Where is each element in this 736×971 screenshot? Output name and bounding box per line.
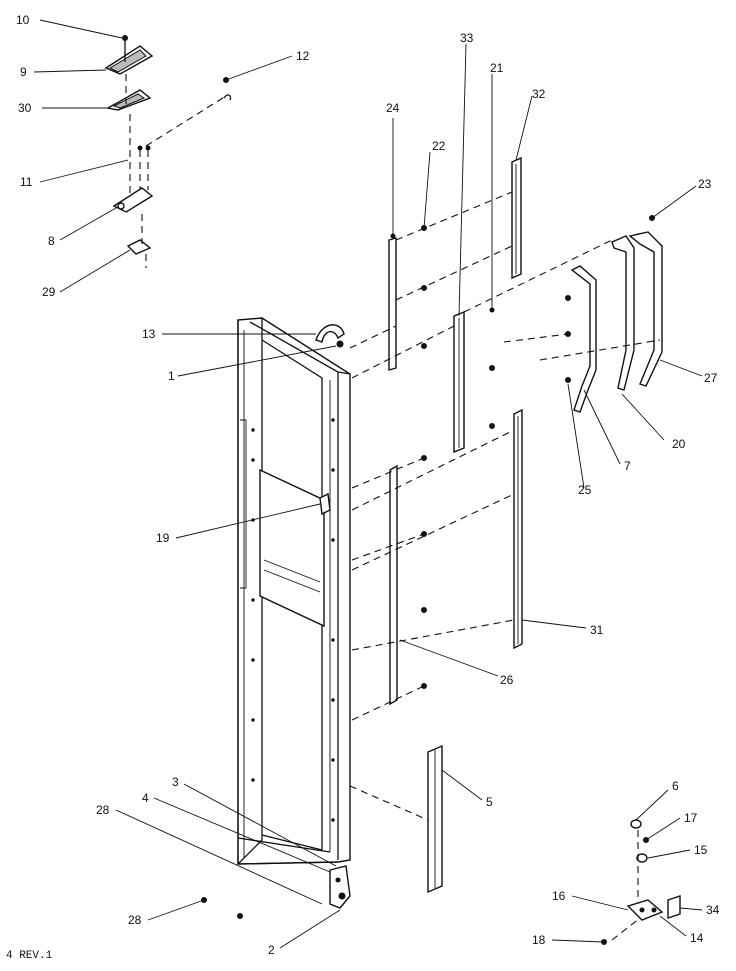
callout-10: 10 [16,13,30,27]
right-gaskets [463,215,663,413]
washer-15 [636,853,648,863]
callout-labels: 10 9 30 11 8 29 12 13 1 19 24 22 33 21 3… [16,13,720,957]
callout-17: 17 [684,811,698,825]
callout-21: 21 [490,61,504,75]
callout-24: 24 [386,101,400,115]
upper-parts [315,156,522,454]
callout-27: 27 [704,371,718,385]
callout-22: 22 [432,139,446,153]
middle-parts [319,365,523,721]
callout-30: 30 [18,101,32,115]
callout-28-bottom: 28 [128,913,142,927]
bushing-6 [630,819,642,829]
callout-6: 6 [672,779,679,793]
gasket-7 [570,265,597,413]
top-hinge-assembly [104,35,232,268]
strip-24 [388,237,397,371]
callout-11: 11 [20,175,33,189]
callout-29: 29 [42,285,56,299]
callout-26: 26 [500,673,514,687]
callout-25: 25 [578,483,592,497]
door-frame [237,317,351,865]
lower-parts [201,744,443,919]
bottom-hinge [329,865,351,909]
callout-9: 9 [20,65,27,79]
handle-13 [315,324,345,343]
gasket-27 [628,231,663,387]
callout-18: 18 [532,933,546,947]
callout-5: 5 [486,795,493,809]
gasket-20 [611,235,635,391]
callout-8: 8 [48,234,55,248]
callout-15: 15 [694,843,708,857]
callout-1: 1 [168,369,175,383]
callout-14: 14 [690,931,704,945]
bottom-right-hinge [601,819,681,945]
strip-26 [389,464,398,706]
callout-3: 3 [172,775,179,789]
callout-33: 33 [460,31,474,45]
revision-footer: 4 REV.1 [6,950,53,962]
leader-lines [33,19,703,949]
callout-16: 16 [552,889,566,903]
callout-12: 12 [296,49,310,63]
callout-13: 13 [142,327,156,341]
callout-23: 23 [698,177,712,191]
callout-34: 34 [706,903,720,917]
cover-34 [667,895,681,919]
callout-7: 7 [624,459,631,473]
callout-2: 2 [268,943,275,957]
callout-28-top: 28 [96,803,110,817]
callout-20: 20 [672,437,686,451]
callout-19: 19 [156,531,170,545]
bracket-19 [319,492,331,516]
callout-32: 32 [532,87,546,101]
callout-4: 4 [142,791,149,805]
shim-29 [126,239,152,255]
callout-31: 31 [590,623,604,637]
channel-32 [511,156,522,280]
hinge-plate-14 [626,899,664,921]
